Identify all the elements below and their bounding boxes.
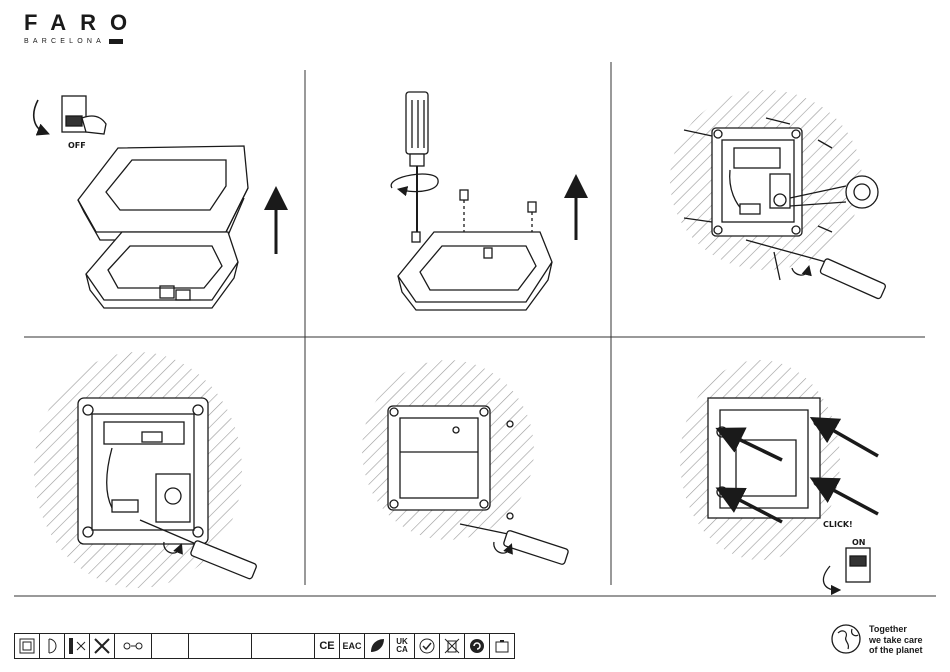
globe-icon bbox=[828, 621, 864, 657]
leaf-icon bbox=[364, 633, 390, 659]
ukca-bottom: CA bbox=[396, 646, 408, 654]
blank-box-wide2 bbox=[251, 633, 315, 659]
slogan: Together we take care of the planet bbox=[869, 624, 923, 656]
slogan-line-2: we take care bbox=[869, 635, 923, 646]
battery-icon bbox=[489, 633, 515, 659]
ce-mark-icon: CE bbox=[314, 633, 340, 659]
blank-box bbox=[151, 633, 189, 659]
blank-box-wide bbox=[188, 633, 252, 659]
step-6-click-label: CLICK! bbox=[823, 520, 853, 529]
arrow-icon bbox=[114, 633, 152, 659]
certification-icon-row: CE EAC UK CA bbox=[14, 633, 514, 659]
step-4-illustration bbox=[34, 352, 257, 588]
step-2-illustration bbox=[391, 92, 576, 310]
step-6-illustration bbox=[680, 360, 878, 590]
step-3-illustration bbox=[670, 90, 886, 299]
ip-icon bbox=[64, 633, 90, 659]
half-moon-icon bbox=[39, 633, 65, 659]
class-ii-icon bbox=[14, 633, 40, 659]
ukca-mark-icon: UK CA bbox=[389, 633, 415, 659]
step-6-on-label: ON bbox=[852, 538, 866, 547]
weee-bin-icon bbox=[439, 633, 465, 659]
step-5-illustration bbox=[362, 360, 569, 565]
slogan-line-1: Together bbox=[869, 624, 923, 635]
recycle-icon bbox=[464, 633, 490, 659]
step-1-illustration bbox=[34, 96, 276, 308]
step-1-off-label: OFF bbox=[68, 141, 86, 150]
screwdriver-icon bbox=[89, 633, 115, 659]
slogan-line-3: of the planet bbox=[869, 645, 923, 656]
recycle-check-icon bbox=[414, 633, 440, 659]
eac-mark-icon: EAC bbox=[339, 633, 365, 659]
